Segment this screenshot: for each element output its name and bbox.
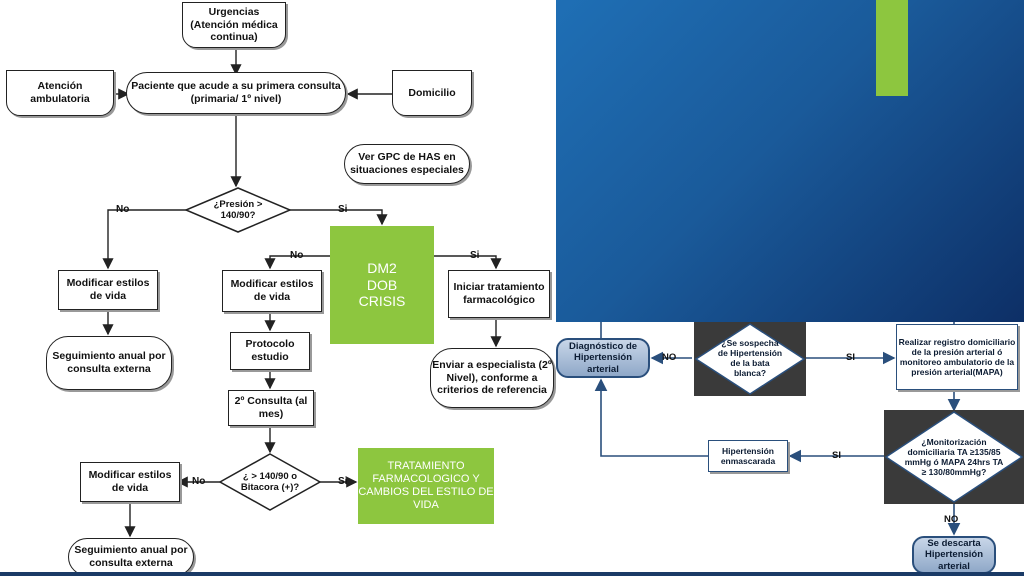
monitorizacion-label: ¿Monitorización domiciliaria TA ≥135/85 … — [904, 436, 1004, 478]
iniciar-tratamiento-box: Iniciar tratamiento farmacológico — [448, 270, 550, 318]
seguimiento-1: Seguimiento anual por consulta externa — [46, 336, 172, 390]
sospecha-diamond — [694, 323, 806, 395]
monitorizacion-diamond — [884, 411, 1024, 503]
dm2-box: DM2 DOB CRISIS — [330, 226, 434, 344]
sospecha-label: ¿Se sospecha de Hipertensión de la bata … — [717, 337, 783, 379]
dm2-si-label: Si — [470, 250, 480, 261]
right-no-label-2: NO — [944, 514, 959, 525]
atencion-ambulatoria-box: Atención ambulatoria — [6, 70, 114, 116]
bitacora-no-label: No — [192, 476, 206, 487]
segunda-consulta-box: 2º Consulta (al mes) — [228, 390, 314, 426]
dm2-no-label: No — [290, 250, 304, 261]
bottom-bar — [0, 572, 1024, 576]
modificar-estilos-1: Modificar estilos de vida — [58, 270, 158, 310]
protocolo-box: Protocolo estudio — [230, 332, 310, 370]
presion-label: ¿Presión > 140/90? — [213, 198, 263, 221]
domicilio-box: Domicilio — [392, 70, 472, 116]
right-no-label-1: NO — [662, 352, 677, 363]
bitacora-si-label: Si — [338, 476, 348, 487]
modificar-estilos-3: Modificar estilos de vida — [80, 462, 180, 502]
descarta-box: Se descarta Hipertensión arterial — [912, 536, 996, 574]
presion-decision — [184, 187, 292, 233]
bitacora-decision — [218, 453, 322, 511]
presion-no-label: No — [116, 204, 130, 215]
presion-si-label: Si — [338, 204, 348, 215]
diagnostico-box: Diagnóstico de Hipertensión arterial — [556, 338, 650, 378]
enviar-especialista-box: Enviar a especialista (2º Nivel), confor… — [430, 348, 554, 408]
right-si-label-1: SI — [846, 352, 855, 363]
modificar-estilos-2: Modificar estilos de vida — [222, 270, 322, 312]
right-si-label-2: SI — [832, 450, 841, 461]
tratamiento-box: TRATAMIENTO FARMACOLOGICO Y CAMBIOS DEL … — [358, 448, 494, 524]
ver-gpc-box: Ver GPC de HAS en situaciones especiales — [344, 144, 470, 184]
green-accent-bar — [876, 0, 908, 96]
paciente-box: Paciente que acude a su primera consulta… — [126, 72, 346, 114]
registro-box: Realizar registro domiciliario de la pre… — [896, 324, 1018, 390]
enmascarada-box: Hipertensión enmascarada — [708, 440, 788, 472]
slide-background — [556, 0, 1024, 322]
urgencias-box: Urgencias (Atención médica continua) — [182, 2, 286, 48]
bitacora-label: ¿ > 140/90 o Bitacora (+)? — [240, 470, 300, 493]
